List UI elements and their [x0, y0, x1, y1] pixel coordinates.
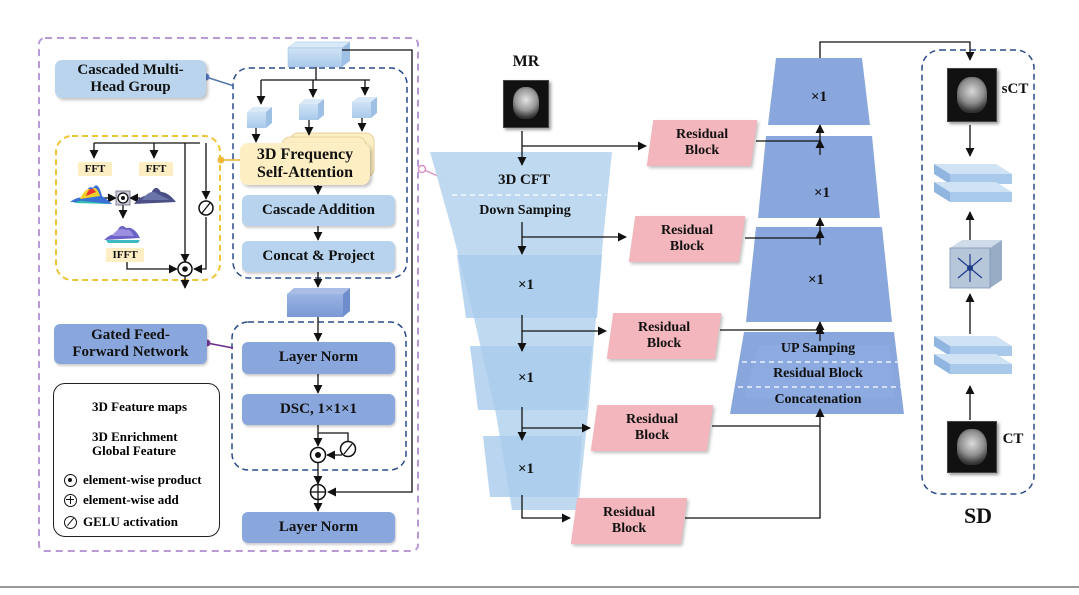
legend-box: 3D Feature maps 3D Enrichment Global Fea… — [53, 383, 220, 537]
legend-add: element-wise add — [64, 492, 179, 508]
sd-slabs-bottom — [934, 336, 1012, 374]
fft-gelu-op — [198, 200, 214, 216]
up-sampling-label: UP Samping — [780, 341, 856, 356]
left-panel-frame — [38, 37, 419, 552]
legend-product: element-wise product — [64, 472, 202, 488]
spectrum-plot-left — [70, 185, 112, 204]
ct-label: CT — [1002, 431, 1024, 447]
encoder-stage-1: ×1 — [517, 277, 535, 293]
decoder-stage-3: ×1 — [807, 272, 825, 288]
spectrum-plot-right — [134, 187, 176, 204]
down-sampling-label: Down Samping — [479, 203, 571, 218]
residual-block-1: Residual Block — [646, 120, 758, 166]
layer-norm-block-1: Layer Norm — [242, 342, 395, 374]
encoder-stage-2: ×1 — [517, 370, 535, 386]
decoder-shapes — [730, 58, 904, 414]
decoder-stage-2: ×1 — [813, 185, 831, 201]
concatenation-label: Concatenation — [774, 392, 862, 407]
spectrum-plot-ifft — [104, 226, 140, 243]
fft-detail-frame — [55, 135, 221, 281]
residual-block-2: Residual Block — [628, 216, 746, 262]
product-icon — [64, 473, 77, 487]
residual-block-5: Residual Block — [570, 498, 688, 544]
ifft-label: IFFT — [106, 248, 144, 262]
cascade-addition-block: Cascade Addition — [242, 195, 395, 226]
add-icon — [64, 493, 77, 507]
sd-slabs-top — [934, 164, 1012, 202]
fsa-block: 3D Frequency Self-Attention — [240, 143, 370, 185]
fft-label-left: FFT — [78, 162, 112, 176]
cascaded-group-frame — [232, 67, 408, 279]
decoder-residual-label: Residual Block — [773, 366, 863, 381]
sct-scan-image — [947, 68, 997, 122]
decoder-stage-1: ×1 — [810, 89, 828, 105]
legend-feature-maps: 3D Feature maps — [92, 399, 188, 414]
enrichment-cube — [287, 288, 350, 317]
gated-ffn-frame — [231, 321, 407, 471]
concat-project-block: Concat & Project — [242, 241, 395, 272]
encoder-stage-3: ×1 — [517, 461, 535, 477]
input-feature-cube — [287, 41, 351, 68]
residual-block-3: Residual Block — [606, 313, 722, 359]
mr-label: MR — [512, 53, 540, 70]
dsc-block: DSC, 1×1×1 — [242, 394, 395, 425]
sd-center-cube — [949, 240, 1002, 289]
elementwise-product-op — [309, 446, 327, 464]
fft-product-op — [177, 261, 193, 277]
gated-ffn-tag: Gated Feed- Forward Network — [54, 324, 207, 364]
layer-norm-block-2: Layer Norm — [242, 512, 395, 543]
legend-enrichment: 3D Enrichment Global Feature — [92, 429, 178, 459]
sct-label: sCT — [1001, 81, 1029, 97]
gelu-icon — [64, 515, 77, 529]
elementwise-add-op — [309, 483, 327, 501]
legend-gelu: GELU activation — [64, 514, 178, 530]
mr-scan-image — [503, 80, 549, 128]
fft-spectrum-product-op — [115, 190, 131, 206]
head-cubes — [247, 97, 377, 128]
cascaded-group-tag: Cascaded Multi- Head Group — [55, 60, 206, 98]
gelu-op — [339, 440, 357, 458]
ct-scan-image — [947, 421, 997, 473]
sd-title: SD — [963, 503, 993, 528]
cft-label: 3D CFT — [497, 172, 551, 188]
residual-block-4: Residual Block — [590, 405, 714, 451]
fft-label-right: FFT — [139, 162, 173, 176]
